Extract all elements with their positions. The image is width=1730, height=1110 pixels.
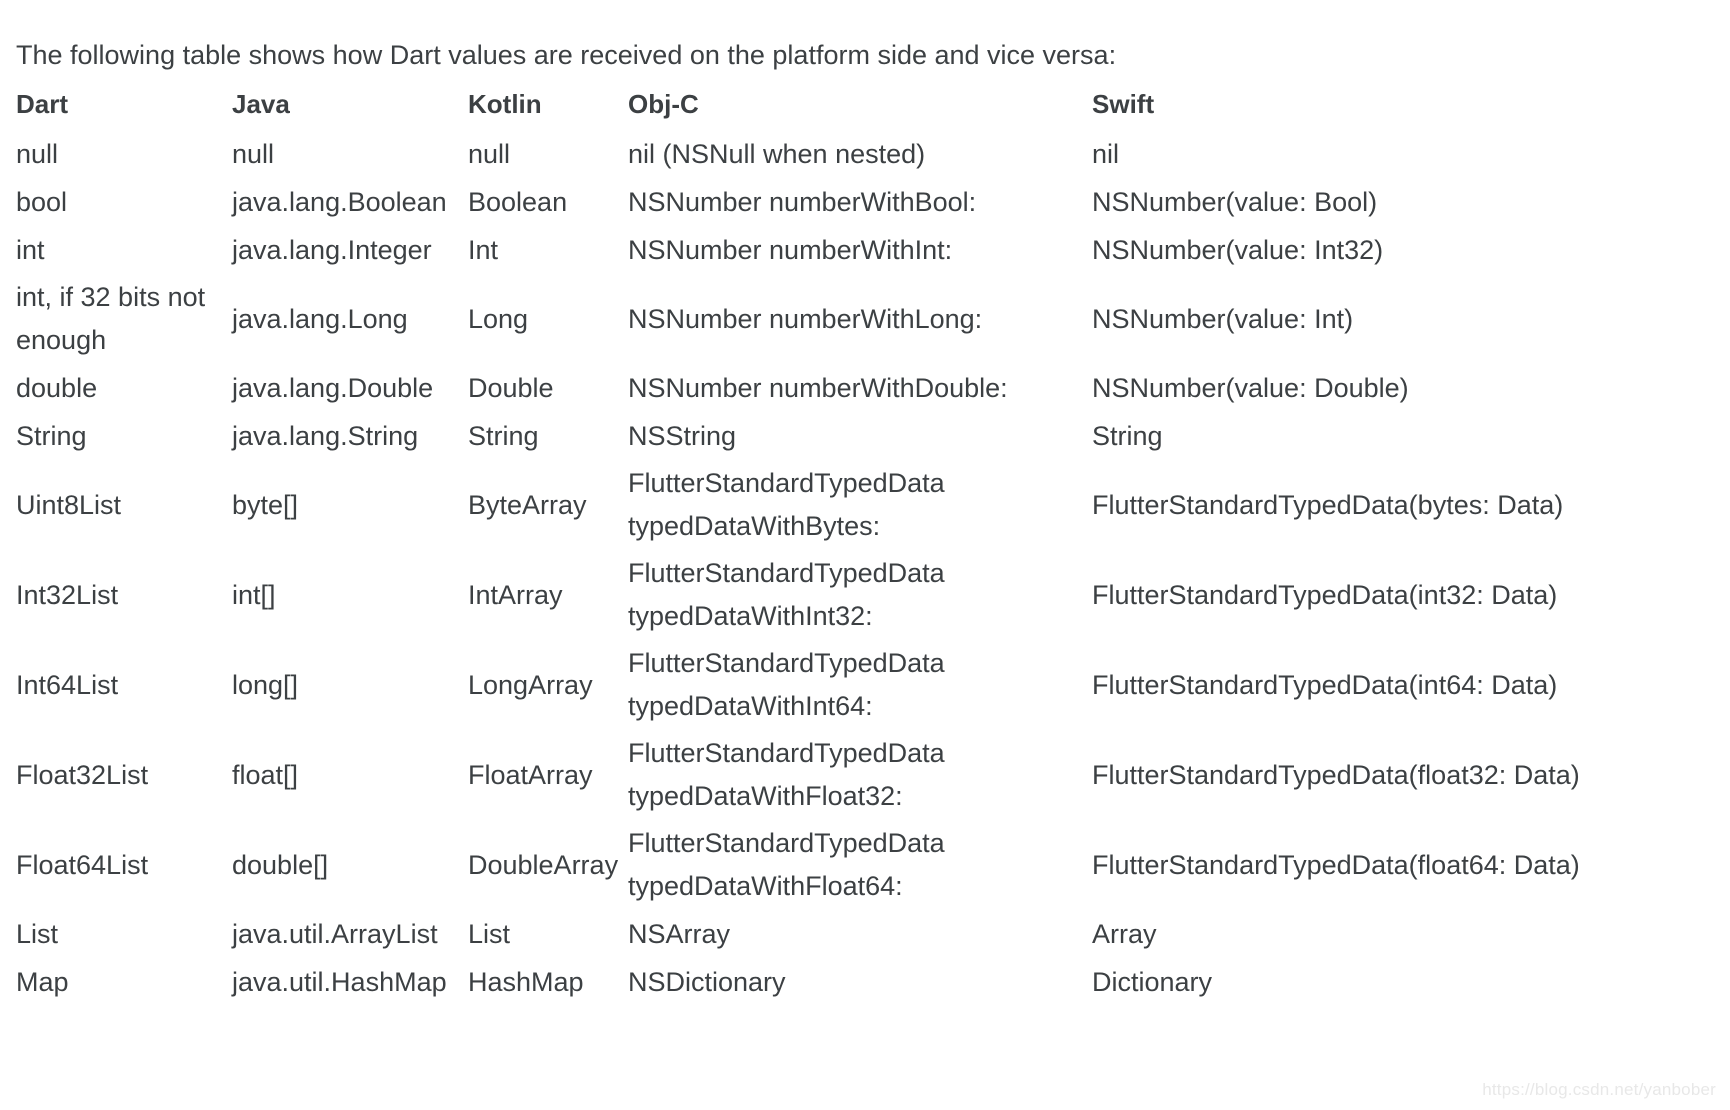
column-header-kotlin: Kotlin <box>468 89 542 119</box>
cell-java: java.lang.String <box>232 420 419 451</box>
column-header-java: Java <box>232 89 290 119</box>
cell-java: java.util.ArrayList <box>232 918 438 949</box>
cell-java: java.lang.Long <box>232 303 408 334</box>
table-row: Float32List float[] FloatArray FlutterStand… <box>16 730 1696 820</box>
cell-swift: Array <box>1092 918 1157 949</box>
cell-java: java.lang.Boolean <box>232 186 447 217</box>
cell-objc: NSNumber numberWithDouble: <box>628 372 1008 403</box>
cell-java: java.util.HashMap <box>232 966 447 997</box>
cell-swift: String <box>1092 420 1163 451</box>
cell-dart: double <box>16 372 98 403</box>
cell-kotlin: Double <box>468 372 554 403</box>
table-row: Int64List long[] LongArray FlutterStandardT… <box>16 640 1696 730</box>
cell-swift: FlutterStandardTypedData(int64: Data) <box>1092 669 1558 700</box>
cell-objc: FlutterStandardTypedData typedDataWithFl… <box>628 828 945 901</box>
cell-dart: Int32List <box>16 579 119 610</box>
cell-objc: NSDictionary <box>628 966 786 997</box>
cell-dart: Int64List <box>16 669 119 700</box>
cell-kotlin: IntArray <box>468 579 563 610</box>
cell-java: byte[] <box>232 489 299 520</box>
cell-dart: Map <box>16 966 69 997</box>
table-row: bool java.lang.Boolean Boolean NSNumber num… <box>16 178 1696 226</box>
cell-swift: nil <box>1092 138 1120 169</box>
intro-paragraph: The following table shows how Dart value… <box>16 40 1117 70</box>
cell-swift: NSNumber(value: Bool) <box>1092 186 1378 217</box>
cell-java: float[] <box>232 759 299 790</box>
cell-objc: FlutterStandardTypedData typedDataWithBy… <box>628 468 945 541</box>
cell-swift: NSNumber(value: Double) <box>1092 372 1409 403</box>
cell-swift: Dictionary <box>1092 966 1213 997</box>
cell-dart: Float32List <box>16 759 149 790</box>
table-row: Float64List double[] DoubleArray FlutterSta… <box>16 820 1696 910</box>
cell-java: java.lang.Integer <box>232 234 432 265</box>
cell-swift: FlutterStandardTypedData(float32: Data) <box>1092 759 1580 790</box>
cell-dart: bool <box>16 186 68 217</box>
cell-kotlin: Boolean <box>468 186 568 217</box>
table-row: int java.lang.Integer Int NSNumber numberWi… <box>16 226 1696 274</box>
cell-objc: NSNumber numberWithInt: <box>628 234 953 265</box>
cell-objc: FlutterStandardTypedData typedDataWithIn… <box>628 558 945 631</box>
table-body: null null null nil (NSNull when nested) nil b… <box>16 130 1696 1006</box>
cell-swift: FlutterStandardTypedData(float64: Data) <box>1092 849 1580 880</box>
cell-dart: List <box>16 918 59 949</box>
cell-swift: FlutterStandardTypedData(bytes: Data) <box>1092 489 1564 520</box>
cell-swift: NSNumber(value: Int32) <box>1092 234 1384 265</box>
table-row: Int32List int[] IntArray FlutterStandardTyp… <box>16 550 1696 640</box>
cell-objc: NSNumber numberWithLong: <box>628 303 983 334</box>
table-row: null null null nil (NSNull when nested) nil <box>16 130 1696 178</box>
cell-swift: NSNumber(value: Int) <box>1092 303 1354 334</box>
cell-kotlin: HashMap <box>468 966 584 997</box>
cell-objc: NSString <box>628 420 737 451</box>
cell-java: double[] <box>232 849 329 880</box>
cell-objc: NSNumber numberWithBool: <box>628 186 977 217</box>
cell-dart: String <box>16 420 87 451</box>
table-row: Map java.util.HashMap HashMap NSDictionary D… <box>16 958 1696 1006</box>
cell-kotlin: String <box>468 420 539 451</box>
cell-java: int[] <box>232 579 276 610</box>
cell-kotlin: LongArray <box>468 669 593 700</box>
table-row: int, if 32 bits not enough java.lang.Long… <box>16 274 1696 364</box>
table-row: List java.util.ArrayList List NSArray Array <box>16 910 1696 958</box>
column-header-objc: Obj-C <box>628 89 699 119</box>
cell-swift: FlutterStandardTypedData(int32: Data) <box>1092 579 1558 610</box>
cell-dart: Uint8List <box>16 489 122 520</box>
table-header: Dart Java Kotlin Obj-C Swift <box>16 80 1696 130</box>
cell-objc: nil (NSNull when nested) <box>628 138 926 169</box>
table-header-row: Dart Java Kotlin Obj-C Swift <box>16 80 1696 130</box>
table-row: double java.lang.Double Double NSNumber num… <box>16 364 1696 412</box>
table-row: Uint8List byte[] ByteArray FlutterStandardT… <box>16 460 1696 550</box>
cell-dart: null <box>16 138 59 169</box>
cell-objc: FlutterStandardTypedData typedDataWithIn… <box>628 648 945 721</box>
cell-kotlin: Long <box>468 303 529 334</box>
cell-java: java.lang.Double <box>232 372 434 403</box>
cell-dart: Float64List <box>16 849 149 880</box>
cell-objc: NSArray <box>628 918 731 949</box>
cell-kotlin: Int <box>468 234 499 265</box>
column-header-dart: Dart <box>16 89 69 119</box>
cell-kotlin: null <box>468 138 511 169</box>
cell-objc: FlutterStandardTypedData typedDataWithFl… <box>628 738 945 811</box>
cell-dart: int <box>16 234 45 265</box>
cell-kotlin: DoubleArray <box>468 849 619 880</box>
table-row: String java.lang.String String NSString Stri… <box>16 412 1696 460</box>
cell-kotlin: FloatArray <box>468 759 593 790</box>
cell-dart: int, if 32 bits not enough <box>16 282 206 355</box>
cell-kotlin: List <box>468 918 511 949</box>
cell-java: null <box>232 138 275 169</box>
cell-kotlin: ByteArray <box>468 489 587 520</box>
watermark: https://blog.csdn.net/yanbober <box>1482 1080 1716 1099</box>
column-header-swift: Swift <box>1092 89 1155 119</box>
cell-java: long[] <box>232 669 299 700</box>
